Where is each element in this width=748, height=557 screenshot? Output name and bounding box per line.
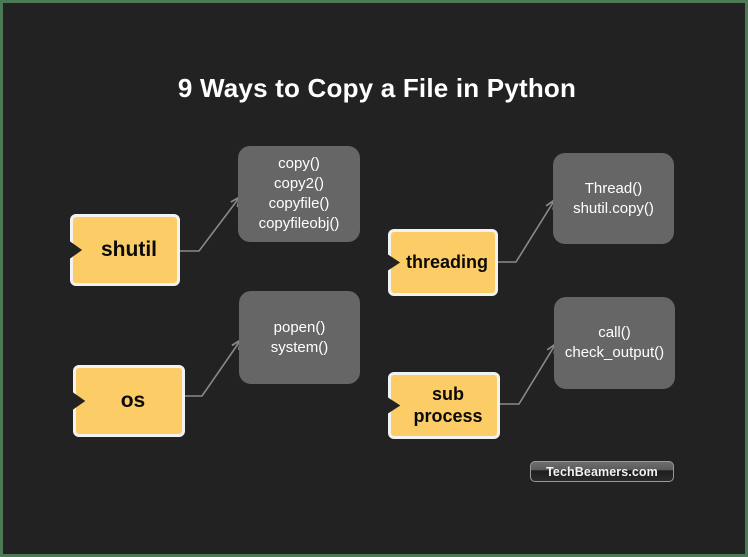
module-box-subprocess[interactable]: sub process (388, 372, 500, 439)
watermark-text: TechBeamers.com (546, 464, 658, 479)
module-label-subprocess: sub process (413, 384, 483, 426)
module-box-shutil[interactable]: shutil (70, 214, 180, 286)
connector-shutil (179, 198, 239, 252)
module-box-threading[interactable]: threading (388, 229, 498, 296)
function-box-os[interactable]: popen() system() (239, 291, 360, 384)
function-box-subprocess[interactable]: call() check_output() (554, 297, 675, 389)
page-title: 9 Ways to Copy a File in Python (177, 73, 577, 103)
function-box-shutil[interactable]: copy() copy2() copyfile() copyfileobj() (238, 146, 360, 242)
connector-threading (497, 201, 554, 263)
watermark-badge[interactable]: TechBeamers.com (530, 461, 674, 482)
function-list-threading: Thread() shutil.copy() (573, 179, 654, 217)
connector-subprocess (500, 345, 555, 405)
function-list-subprocess: call() check_output() (564, 324, 665, 361)
function-box-threading[interactable]: Thread() shutil.copy() (553, 153, 674, 244)
connector-os (183, 341, 240, 397)
module-label-threading: threading (405, 251, 488, 272)
function-list-shutil: copy() copy2() copyfile() copyfileobj() (258, 155, 340, 232)
module-box-os[interactable]: os (73, 365, 185, 437)
module-label-os: os (120, 388, 146, 412)
module-label-shutil: shutil (101, 237, 157, 261)
function-list-os: popen() system() (270, 318, 329, 356)
